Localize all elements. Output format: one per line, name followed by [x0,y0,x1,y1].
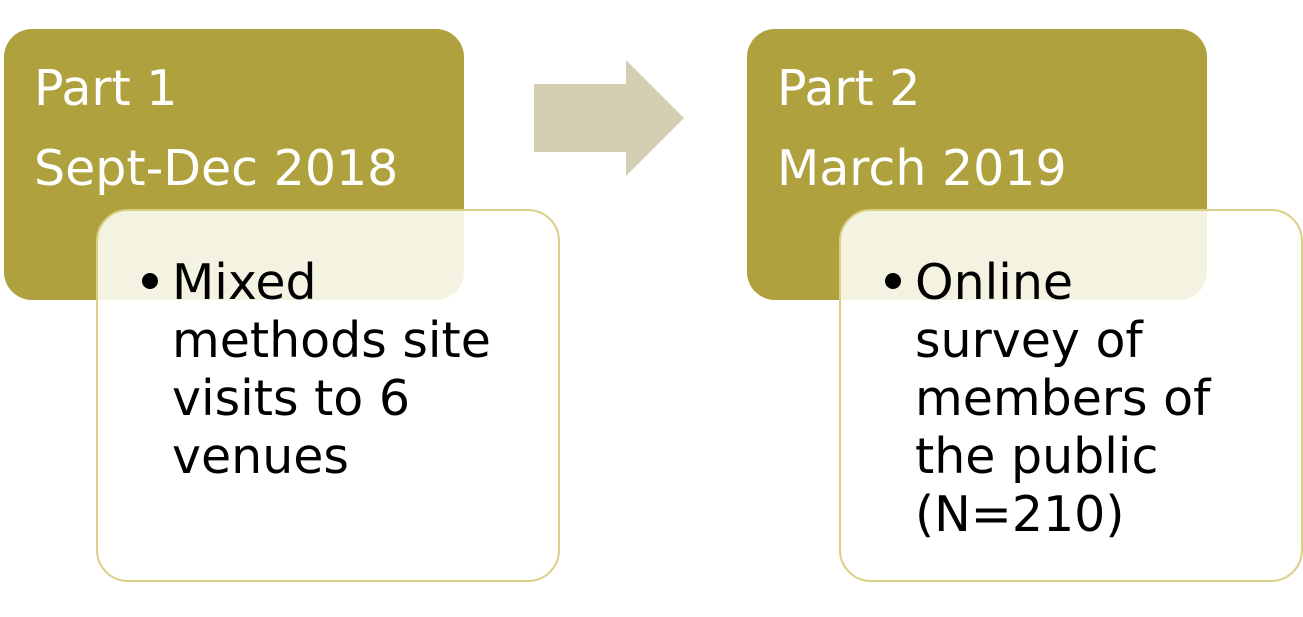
bullet-icon [142,273,158,289]
phase-2-bullet: Online survey of members of the public (… [885,254,1210,544]
phase-1-bullet: Mixed methods site visits to 6 venues [142,254,491,486]
phase-1-title: Part 1 [34,60,178,117]
phase-2-detail-box: Online survey of members of the public (… [839,209,1303,582]
phase-2-bullet-text: Online survey of members of the public (… [915,254,1211,543]
bullet-icon [885,273,901,289]
phase-2-title: Part 2 [777,60,921,117]
phase-1-detail-box: Mixed methods site visits to 6 venues [96,209,560,582]
right-arrow-icon [534,60,684,176]
phase-1-bullet-text: Mixed methods site visits to 6 venues [172,254,491,485]
phase-1-date: Sept-Dec 2018 [34,140,399,197]
right-arrow-shape [534,60,684,176]
phase-2-date: March 2019 [777,140,1067,197]
